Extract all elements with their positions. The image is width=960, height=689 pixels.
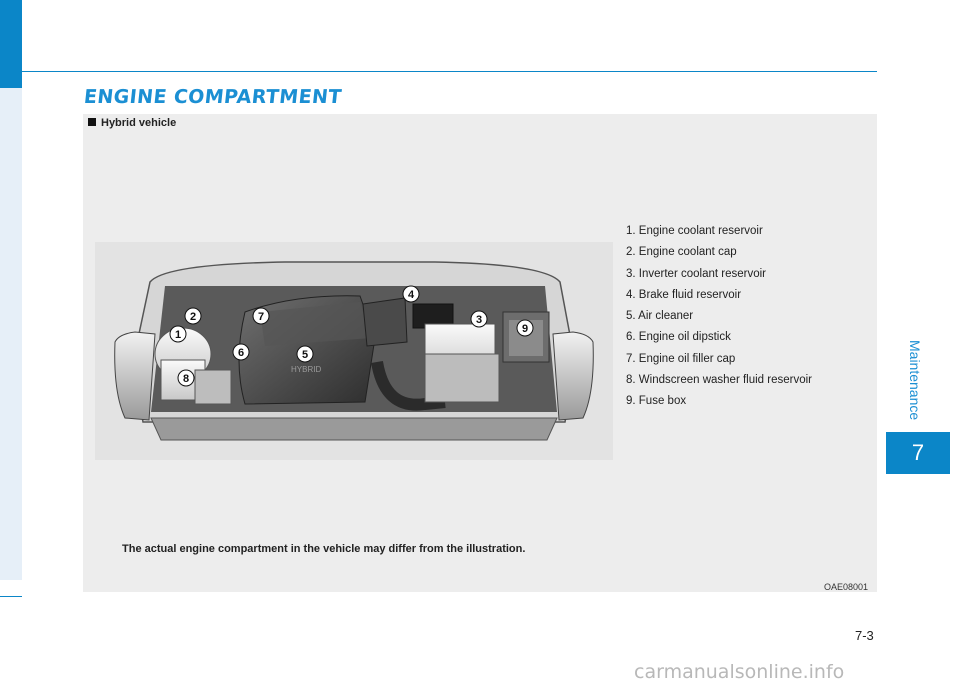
legend-item: 4. Brake fluid reservoir [626, 288, 742, 301]
chapter-tab: 7 [886, 432, 950, 474]
callout-2: 2 [184, 307, 202, 325]
callout-8: 8 [177, 369, 195, 387]
illustration-note: The actual engine compartment in the veh… [122, 543, 526, 555]
callout-3: 3 [470, 310, 488, 328]
legend-item: 9. Fuse box [626, 395, 687, 408]
svg-text:7: 7 [258, 311, 264, 323]
chapter-side-label: Maintenance [907, 340, 923, 421]
svg-text:5: 5 [302, 349, 308, 361]
callout-9: 9 [516, 319, 534, 337]
svg-text:1: 1 [175, 329, 181, 341]
left-bottom-tick [0, 596, 22, 597]
svg-text:8: 8 [183, 373, 189, 385]
legend-item: 2. Engine coolant cap [626, 246, 737, 259]
svg-text:4: 4 [408, 289, 415, 301]
callout-4: 4 [402, 285, 420, 303]
svg-text:9: 9 [522, 323, 528, 335]
legend-item: 6. Engine oil dipstick [626, 331, 731, 344]
callout-7: 7 [252, 307, 270, 325]
component-legend: 1. Engine coolant reservoir 2. Engine co… [626, 224, 812, 416]
svg-text:6: 6 [238, 347, 244, 359]
bullet-square-icon [88, 118, 96, 126]
subheading-text: Hybrid vehicle [101, 117, 177, 129]
legend-item: 1. Engine coolant reservoir [626, 225, 763, 237]
legend-item: 5. Air cleaner [626, 310, 694, 323]
section-title: ENGINE COMPARTMENT [82, 86, 343, 108]
page-number: 7-3 [855, 628, 874, 643]
svg-text:2: 2 [190, 311, 196, 323]
callout-6: 6 [232, 343, 250, 361]
image-code: OAE08001 [824, 582, 869, 592]
legend-item: 8. Windscreen washer fluid reservoir [626, 374, 812, 387]
callout-1: 1 [169, 325, 187, 343]
engine-cover-text: HYBRID [291, 365, 321, 374]
legend-item: 3. Inverter coolant reservoir [626, 267, 766, 280]
left-margin-band [0, 0, 22, 580]
header-rule [22, 71, 877, 72]
callout-5: 5 [296, 345, 314, 363]
svg-text:3: 3 [476, 314, 482, 326]
engine-bay-drawing: HYBRID 1 2 3 4 5 6 7 8 9 [114, 261, 594, 441]
chapter-number: 7 [911, 440, 925, 465]
figure-subheading: Hybrid vehicle [88, 117, 176, 129]
watermark: carmanualsonline.info [634, 661, 845, 683]
legend-item: 7. Engine oil filler cap [626, 352, 736, 365]
left-accent-block [0, 0, 22, 88]
engine-illustration: HYBRID 1 2 3 4 5 6 7 8 9 [95, 242, 613, 460]
